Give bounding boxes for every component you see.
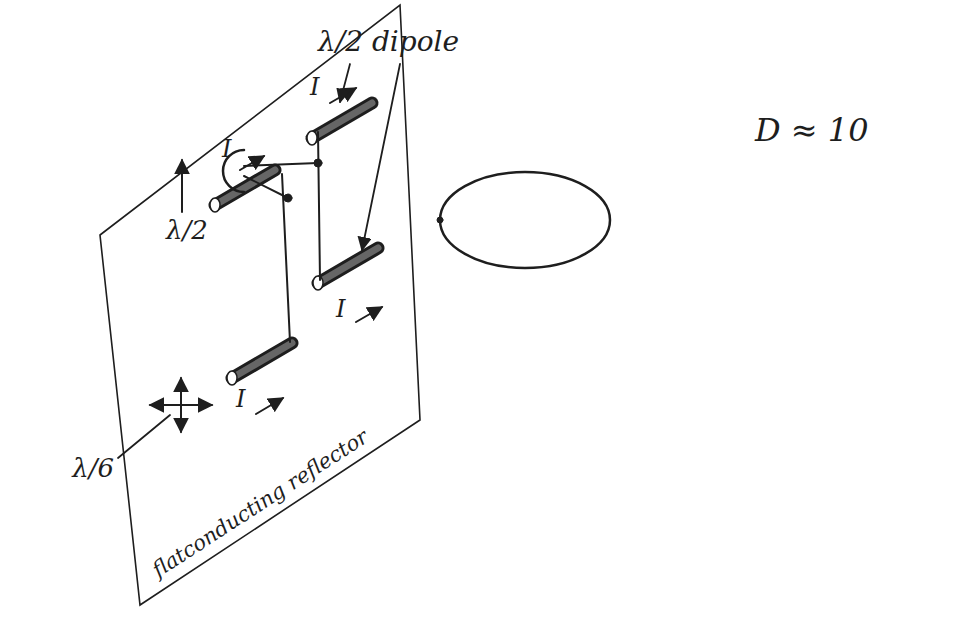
reflector-label: flatconducting reflector	[148, 424, 373, 582]
junction-dot	[284, 194, 292, 202]
current-label: I	[222, 136, 231, 164]
dipole-element	[227, 343, 292, 385]
reflector-plane: flatconducting reflector	[95, 0, 425, 610]
current-label: I	[236, 386, 245, 414]
spacing-label: λ/2	[166, 216, 208, 246]
leader-line	[362, 64, 400, 250]
reflector-outline	[95, 0, 425, 610]
dimension-arrow	[181, 160, 183, 212]
dipole-element	[307, 103, 372, 145]
junction-dot	[314, 159, 322, 167]
current-label: I	[310, 74, 319, 102]
dipole-element	[313, 248, 378, 290]
radiation-pattern	[440, 172, 610, 268]
pattern-dot	[437, 217, 443, 223]
current-label: I	[336, 296, 345, 324]
leader-line	[340, 64, 350, 102]
spacing-label: λ/6	[72, 454, 114, 484]
directivity-label: D ≈ 10	[755, 112, 869, 149]
feed-line	[244, 132, 320, 342]
leader-line	[118, 415, 170, 458]
dipole-label: λ/2 dipole	[318, 26, 459, 58]
dimension-arrow	[180, 378, 182, 432]
current-arrow	[240, 88, 382, 414]
